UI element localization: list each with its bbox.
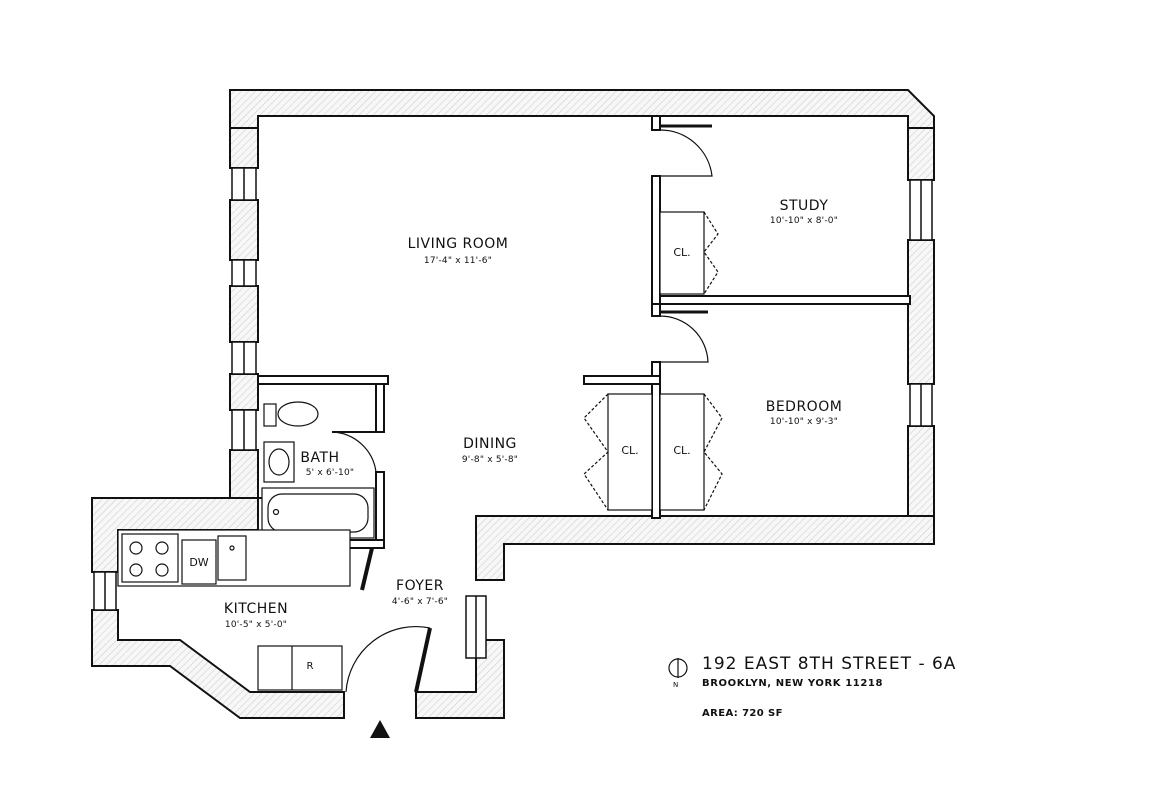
refrigerator-label: R	[306, 661, 314, 672]
wall-study-bottom	[651, 295, 911, 305]
address-title: 192 EAST 8TH STREET - 6A	[702, 654, 957, 674]
wall-study-left	[651, 175, 661, 305]
closets	[583, 211, 723, 511]
wall-right-1	[907, 127, 935, 181]
wall-kitchen-left	[91, 609, 345, 719]
wall-bedroom-left-top	[651, 303, 661, 317]
living-room-dims: 17'-4" x 11'-6"	[423, 256, 493, 266]
wall-bedroom-bottom	[475, 515, 935, 581]
windows	[93, 167, 933, 659]
living-room-label: LIVING ROOM	[407, 236, 509, 252]
bath-dims: 5' x 6'-10"	[305, 468, 355, 478]
stove	[121, 533, 179, 583]
doors	[331, 124, 713, 693]
area-label: AREA: 720 SF	[702, 708, 783, 719]
wall-left-5	[229, 449, 259, 499]
wall-closet-top	[583, 375, 661, 385]
kitchen-fixtures	[117, 529, 351, 691]
foyer-label: FOYER	[396, 578, 444, 594]
closet-left-label: CL.	[621, 444, 639, 457]
bedroom-dims: 10'-10" x 9'-3"	[769, 417, 839, 427]
study-dims: 10'-10" x 8'-0"	[769, 216, 839, 226]
north-arrow-icon	[668, 658, 688, 678]
refrigerator	[257, 645, 343, 691]
sink-basin	[268, 448, 290, 476]
entrance-arrow-icon	[370, 720, 390, 738]
study-label: STUDY	[779, 198, 829, 214]
wall-bedroom-left	[651, 361, 661, 519]
dining-dims: 9'-8" x 5'-8"	[461, 455, 519, 465]
bath-fixtures	[261, 401, 375, 539]
door-foyer	[345, 625, 431, 693]
north-label: N	[673, 681, 679, 689]
wall-bath-right-lower	[375, 471, 385, 549]
toilet-tank	[263, 403, 277, 427]
closet-study	[659, 211, 705, 295]
kitchen-label: KITCHEN	[223, 601, 289, 617]
address-city: BROOKLYN, NEW YORK 11218	[702, 678, 883, 689]
toilet-bowl	[277, 401, 319, 427]
bath-label: BATH	[300, 450, 340, 466]
wall-right-2	[907, 239, 935, 385]
wall-top	[229, 89, 935, 129]
walls	[91, 89, 935, 719]
dishwasher-label: DW	[189, 556, 209, 569]
dishwasher	[181, 539, 217, 585]
wall-bath-right-upper	[375, 383, 385, 433]
wall-left-2	[229, 199, 259, 261]
door-bedroom	[659, 315, 709, 363]
kitchen-sink	[217, 535, 247, 581]
wall-left-4	[229, 373, 259, 411]
interior-walls	[257, 115, 911, 549]
closet-right	[659, 393, 705, 511]
bedroom-label: BEDROOM	[765, 399, 843, 415]
wall-left-1	[229, 127, 259, 169]
foyer-dims: 4'-6" x 7'-6"	[391, 597, 449, 607]
closet-right-label: CL.	[673, 444, 691, 457]
wall-foyer-right	[415, 639, 505, 719]
closet-study-label: CL.	[673, 246, 691, 259]
wall-bath-top	[257, 375, 389, 385]
wall-study-left-top	[651, 115, 661, 131]
dining-label: DINING	[463, 436, 517, 452]
kitchen-dims: 10'-5" x 5'-0"	[224, 620, 288, 630]
door-study	[659, 129, 713, 177]
wall-left-3	[229, 285, 259, 343]
